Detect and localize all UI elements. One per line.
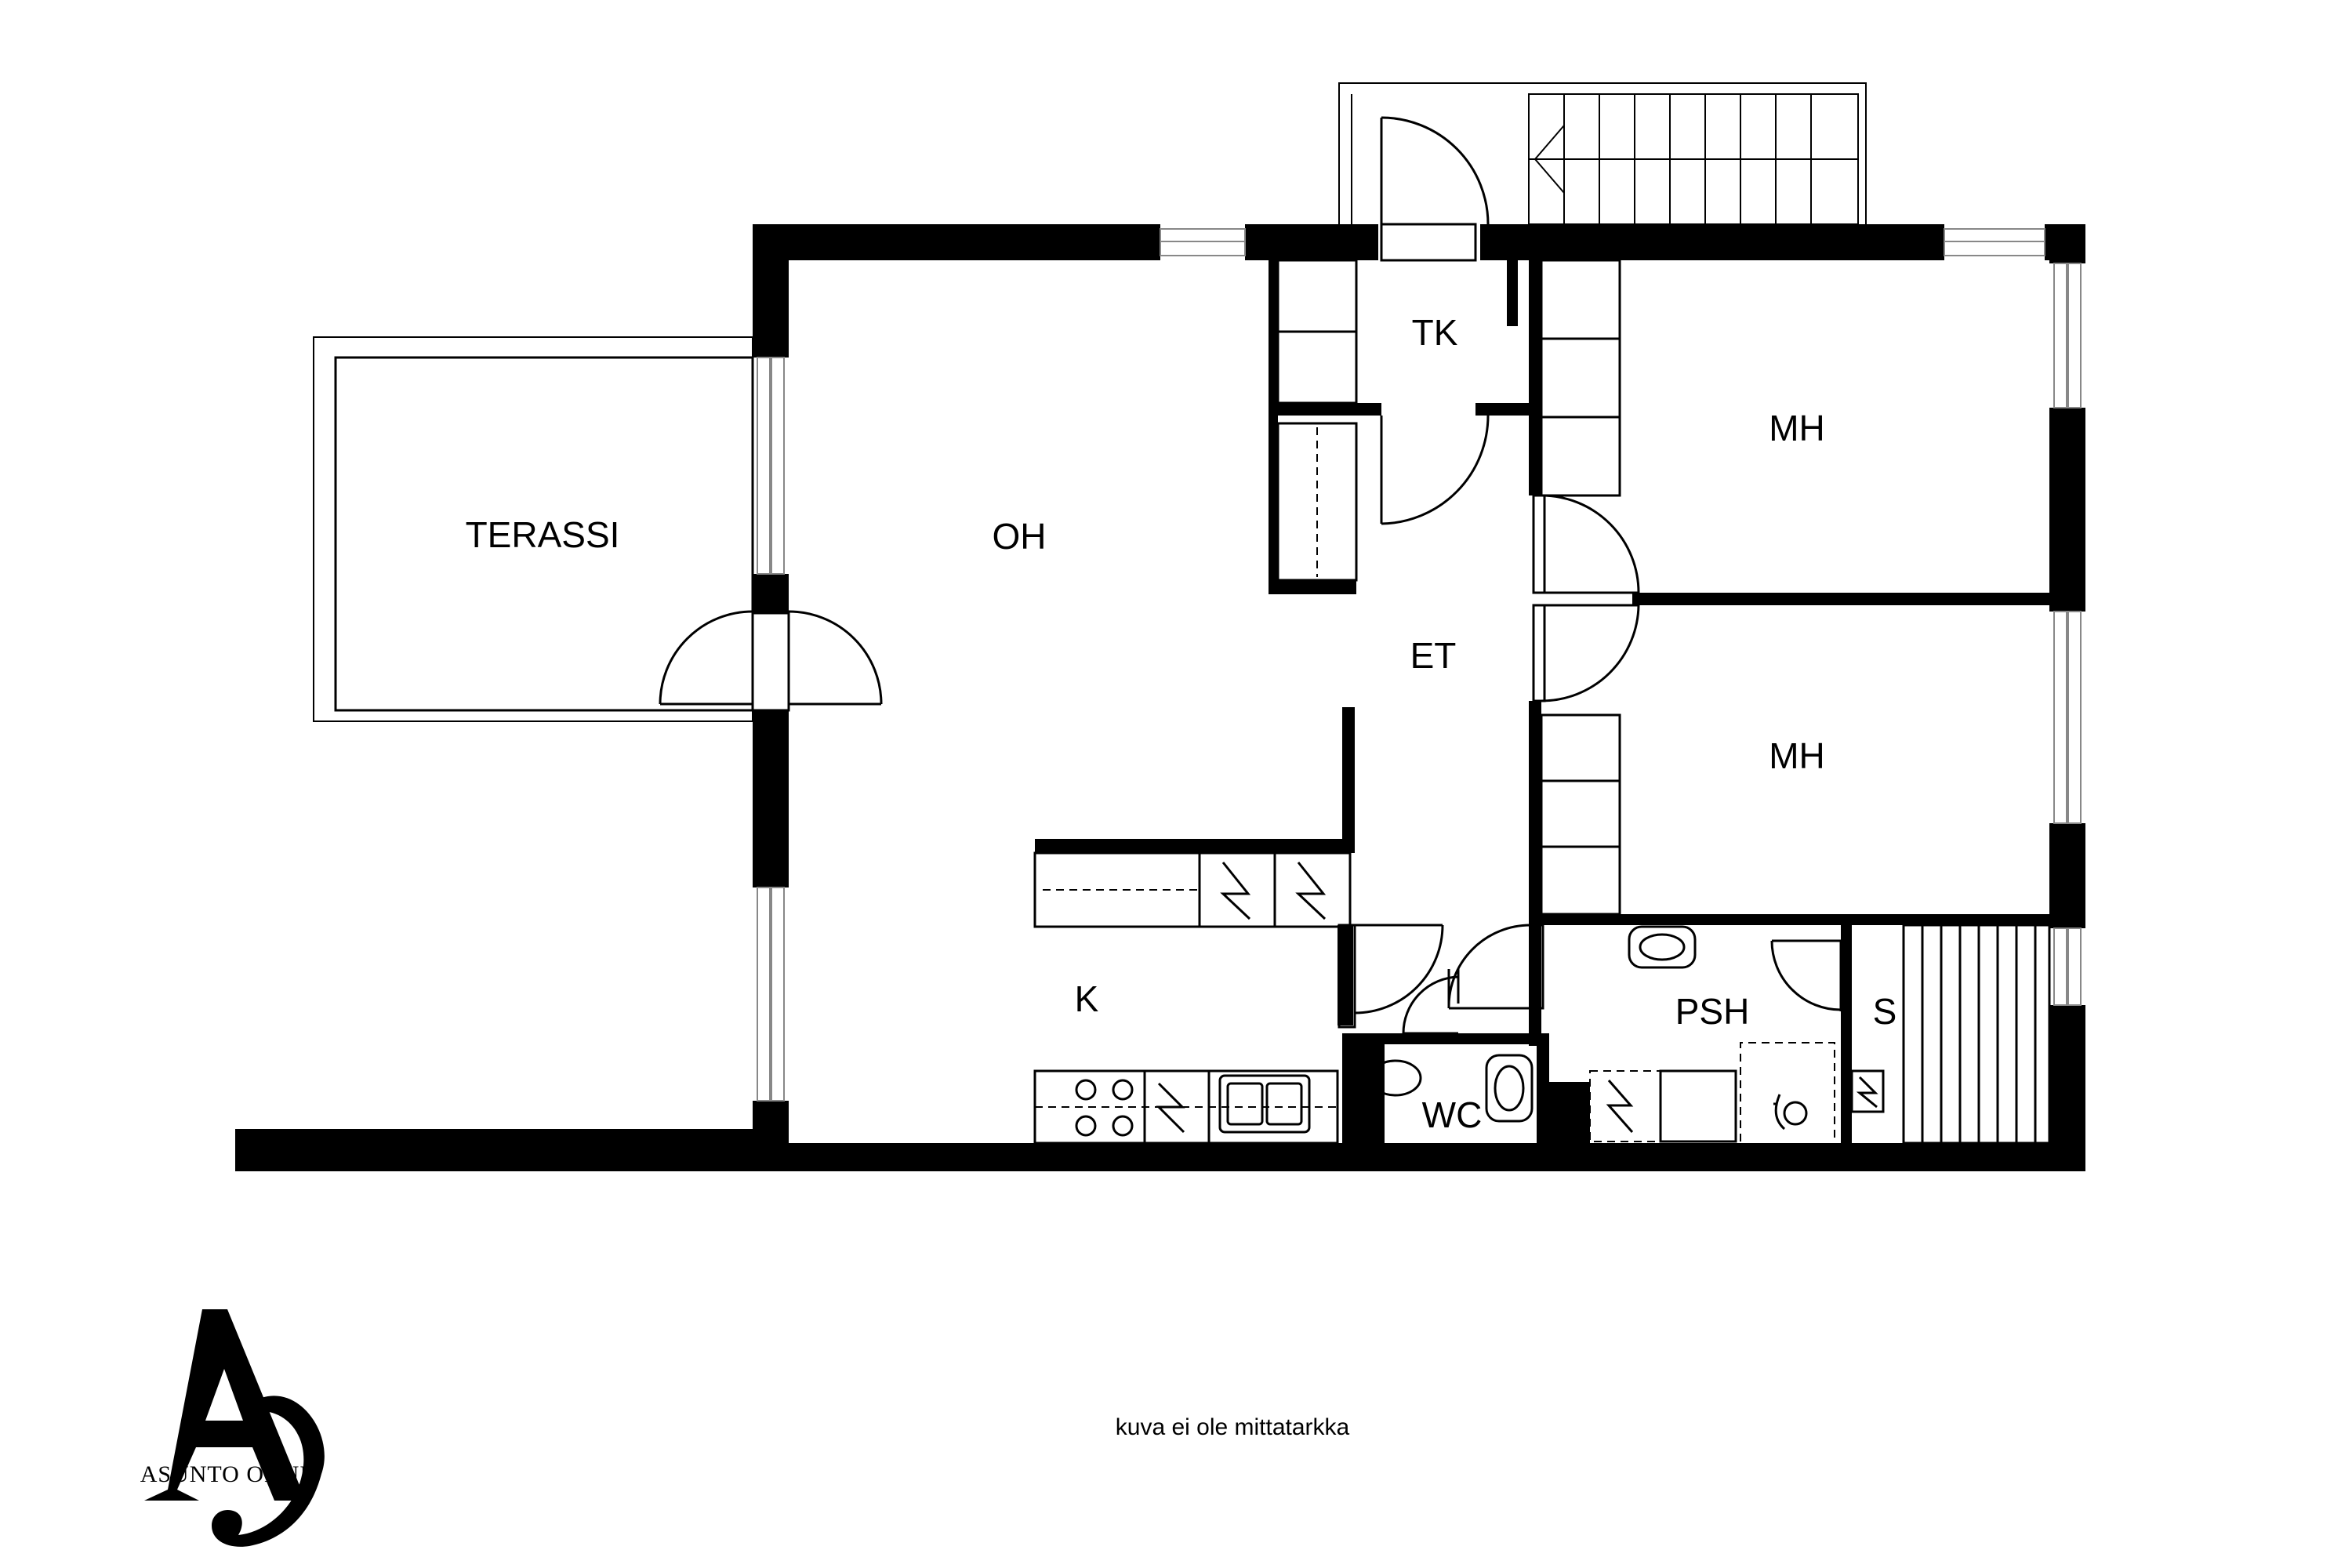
sink-icon <box>1218 1074 1311 1134</box>
sauna-fixtures <box>1850 924 2051 1145</box>
room-label-mh-2: MH <box>1769 735 1825 776</box>
stove-icon <box>1075 1079 1134 1137</box>
electric-symbol-icon <box>1856 1076 1878 1109</box>
logo-text: ASUNTO ONNI <box>140 1461 309 1487</box>
room-label-wc: WC <box>1422 1094 1483 1135</box>
wardrobes <box>1276 259 1621 916</box>
room-label-s: S <box>1873 991 1897 1032</box>
bathroom-fixtures <box>1589 925 1835 1143</box>
exterior-walls <box>235 224 2085 1171</box>
kitchen-fixtures <box>1033 851 1352 1145</box>
room-label-tk: TK <box>1412 312 1458 353</box>
room-label-et: ET <box>1410 635 1457 676</box>
door-swing-icon <box>659 116 1842 1035</box>
sink-icon <box>1485 1054 1534 1123</box>
electric-symbol-icon <box>1156 1082 1185 1134</box>
room-label-mh-1: MH <box>1769 408 1825 448</box>
wc-fixtures <box>1352 1054 1534 1123</box>
stairs-icon <box>1528 93 1859 225</box>
room-label-terassi: TERASSI <box>466 514 620 555</box>
windows <box>757 228 2082 1102</box>
electric-symbol-icon <box>1606 1080 1634 1133</box>
interior-walls <box>1035 260 2085 1152</box>
electric-symbol-icon <box>1220 862 1327 920</box>
toilet-icon <box>1352 1057 1422 1099</box>
room-label-psh: PSH <box>1675 991 1750 1032</box>
ao-monogram-icon <box>144 1309 325 1547</box>
room-label-k: K <box>1075 978 1099 1019</box>
shower-icon <box>1773 1094 1808 1131</box>
terrace <box>313 336 754 722</box>
sink-icon <box>1628 925 1697 969</box>
entrance-porch <box>1338 82 1867 224</box>
disclaimer-caption: kuva ei ole mittatarkka <box>1116 1414 1350 1440</box>
room-label-oh: OH <box>993 516 1047 557</box>
